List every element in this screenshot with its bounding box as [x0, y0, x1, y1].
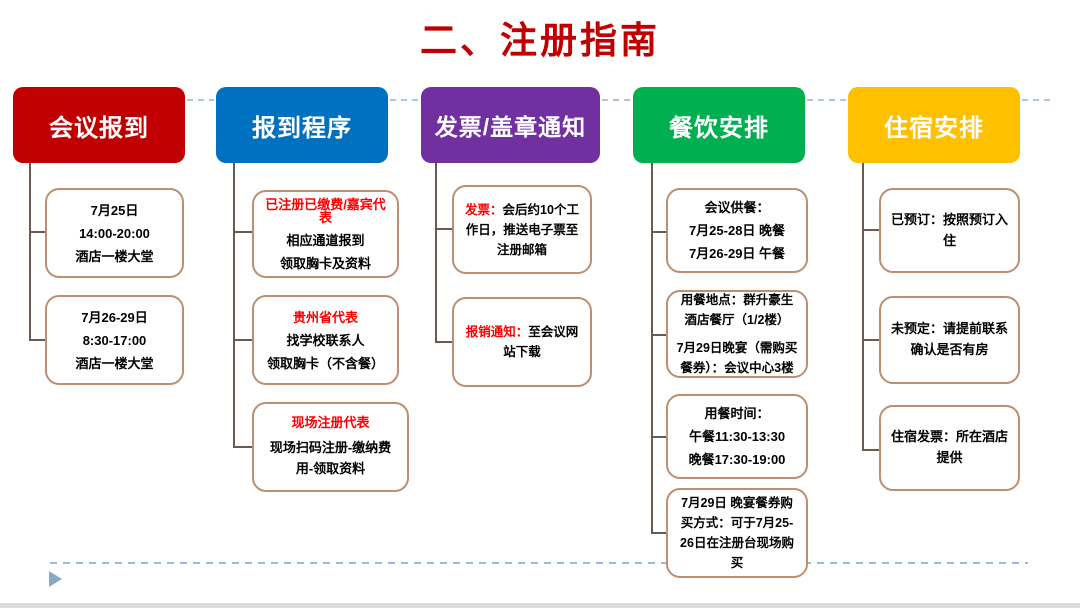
- box-banquet-ticket: 7月29日 晚宴餐券购买方式：可于7月25-26日在注册台现场购买: [666, 488, 808, 578]
- box-line: 8:30-17:00: [82, 332, 147, 348]
- box-checkin-days2: 7月26-29日 8:30-17:00 酒店一楼大堂: [45, 295, 184, 385]
- header-connector-dash: [390, 99, 419, 101]
- header-invoice-notice: 发票/盖章通知: [421, 87, 600, 163]
- box-paragraph: 7月29日晚宴（需购买餐券）：会议中心3楼: [676, 341, 798, 375]
- box-booked: 已预订：按照预订入住: [879, 188, 1020, 273]
- box-line: 找学校联系人: [286, 332, 365, 348]
- box-meal-location: 用餐地点：群升豪生酒店餐厅（1/2楼） 7月29日晚宴（需购买餐券）：会议中心3…: [666, 290, 808, 378]
- box-line: 领取胸卡及资料: [279, 256, 371, 271]
- box-title: 已注册已缴费/嘉宾代表: [265, 197, 386, 225]
- header-connector-dash: [1022, 99, 1055, 101]
- play-triangle-icon: [49, 571, 62, 587]
- connector-line: [862, 339, 879, 341]
- box-meal-time: 用餐时间： 午餐11:30-13:30 晚餐17:30-19:00: [666, 394, 808, 479]
- header-meeting-checkin: 会议报到: [13, 87, 185, 163]
- connector-line: [435, 341, 452, 343]
- box-body: 至会议网站下载: [503, 325, 579, 359]
- box-line: 7月26-29日 午餐: [688, 246, 786, 261]
- slide-bottom-edge: [0, 603, 1080, 608]
- box-guizhou-delegates: 贵州省代表 找学校联系人 领取胸卡（不含餐）: [252, 295, 399, 385]
- box-not-booked: 未预定：请提前联系确认是否有房: [879, 296, 1020, 384]
- box-line: 7月25日: [90, 202, 139, 218]
- header-accommodation: 住宿安排: [848, 87, 1020, 163]
- box-line: 现场扫码注册-缴纳费用-领取资料: [269, 439, 392, 476]
- box-title: 贵州省代表: [292, 309, 358, 325]
- connector-line: [862, 229, 879, 231]
- box-lead: 报销通知：: [465, 325, 529, 339]
- connector-line: [233, 163, 235, 448]
- connector-line: [862, 449, 879, 451]
- box-registered-delegates: 已注册已缴费/嘉宾代表 相应通道报到 领取胸卡及资料: [252, 190, 399, 278]
- footer-dashed-line: [50, 562, 1028, 564]
- box-line: 会议供餐：: [704, 200, 770, 215]
- box-title: 现场注册代表: [291, 414, 370, 430]
- connector-line: [435, 163, 437, 343]
- connector-line: [651, 532, 666, 534]
- box-hotel-invoice: 住宿发票：所在酒店提供: [879, 405, 1020, 491]
- connector-line: [651, 436, 666, 438]
- box-lead: 发票：: [465, 202, 503, 217]
- box-line: 晚餐17:30-19:00: [688, 452, 786, 467]
- box-body: 住宿发票：所在酒店提供: [890, 429, 1008, 465]
- box-meal-provision: 会议供餐： 7月25-28日 晚餐 7月26-29日 午餐: [666, 188, 808, 273]
- box-reimbursement-notice: 报销通知：至会议网站下载: [452, 297, 592, 387]
- box-body: 未预定：请提前联系确认是否有房: [890, 321, 1008, 357]
- connector-line: [651, 231, 666, 233]
- header-dining: 餐饮安排: [633, 87, 805, 163]
- box-line: 午餐11:30-13:30: [688, 429, 786, 444]
- connector-line: [233, 231, 252, 233]
- box-line: 领取胸卡（不含餐）: [266, 355, 384, 371]
- box-body: 已预订：按照预订入住: [890, 211, 1008, 248]
- box-body: 会后约10个工作日，推送电子票至注册邮箱: [465, 202, 579, 257]
- box-line: 相应通道报到: [286, 233, 365, 248]
- connector-line: [233, 446, 252, 448]
- box-line: 酒店一楼大堂: [75, 248, 154, 264]
- box-invoice-info: 发票：会后约10个工作日，推送电子票至注册邮箱: [452, 185, 592, 274]
- header-connector-dash: [807, 99, 846, 101]
- box-line: 发票：会后约10个工作日，推送电子票至注册邮箱: [462, 200, 582, 260]
- box-onsite-registration: 现场注册代表 现场扫码注册-缴纳费用-领取资料: [252, 402, 409, 492]
- header-connector-dash: [602, 99, 631, 101]
- connector-line: [651, 163, 653, 533]
- connector-line: [435, 228, 452, 230]
- connector-line: [651, 334, 666, 336]
- header-checkin-procedure: 报到程序: [216, 87, 388, 163]
- box-line: 用餐时间：: [704, 406, 770, 421]
- box-paragraph: 用餐地点：群升豪生酒店餐厅（1/2楼）: [680, 293, 794, 327]
- connector-line: [233, 339, 252, 341]
- box-checkin-day1: 7月25日 14:00-20:00 酒店一楼大堂: [45, 188, 184, 278]
- box-line: 7月26-29日: [81, 309, 148, 325]
- box-paragraph: 7月29日 晚宴餐券购买方式：可于7月25-26日在注册台现场购买: [680, 496, 794, 570]
- connector-line: [29, 339, 45, 341]
- connector-line: [29, 163, 31, 341]
- connector-line: [29, 231, 45, 233]
- header-connector-dash: [187, 99, 214, 101]
- box-line: 报销通知：至会议网站下载: [462, 322, 582, 362]
- box-line: 7月25-28日 晚餐: [688, 223, 786, 238]
- connector-line: [862, 163, 864, 450]
- slide-title: 二、注册指南: [420, 20, 660, 61]
- box-line: 14:00-20:00: [79, 225, 150, 241]
- box-line: 酒店一楼大堂: [75, 355, 154, 371]
